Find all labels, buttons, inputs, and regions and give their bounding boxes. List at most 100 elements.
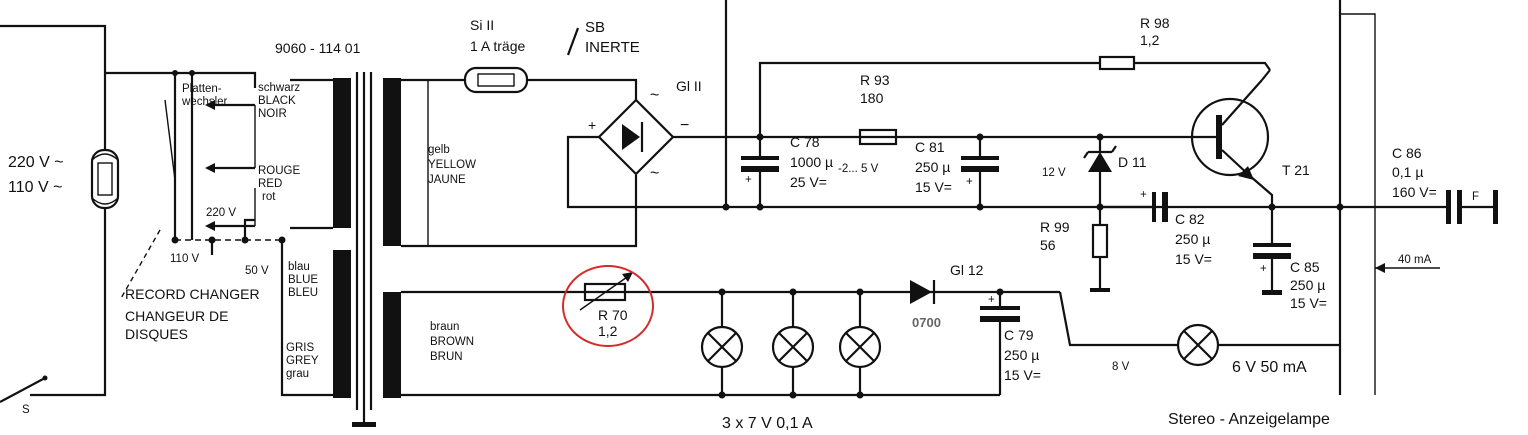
changer-de-2: wechsler (181, 96, 228, 108)
fuse-inerte: INERTE (585, 39, 640, 56)
changer-de-1: Platten- (182, 83, 222, 95)
c81-value: 250 µ (915, 159, 950, 175)
lamp-6v-label: 6 V 50 mA (1232, 359, 1307, 376)
mains-220-label: 220 V ~ (8, 154, 64, 171)
brown-label-1: braun (430, 321, 459, 333)
c85-voltage: 15 V= (1290, 295, 1327, 311)
fuse-si2: Si II 1 A träge SB INERTE (463, 17, 640, 100)
tap-220-label: 220 V (206, 207, 236, 219)
fuse-name: Si II (470, 17, 494, 33)
c82-voltage: 15 V= (1175, 251, 1212, 267)
d11-label: D 11 (1118, 154, 1147, 170)
r70-name: R 70 (598, 307, 628, 323)
r99-value: 56 (1040, 237, 1056, 253)
c78-tolerance: -2... 5 V (838, 163, 879, 175)
output-f-label: F (1472, 191, 1479, 203)
black-label-2: BLACK (258, 95, 296, 107)
grey-label-1: GRIS (286, 342, 314, 354)
c85-plus: + (1260, 263, 1267, 275)
red-label-1: ROUGE (258, 165, 301, 177)
capacitor-c86: F C 86 0,1 µ 160 V= (1336, 145, 1498, 224)
bridge-minus: − (680, 117, 689, 134)
r70-highlight-circle (562, 265, 654, 347)
current-40ma: 40 mA (1375, 254, 1440, 273)
resistor-r98: R 98 1,2 (758, 15, 1271, 137)
voltage-12v: 12 V (1042, 167, 1066, 179)
capacitor-c78: + C 78 1000 µ -2... 5 V 25 V= (741, 133, 879, 207)
c86-name: C 86 (1392, 145, 1422, 161)
resistor-r70: R 70 1,2 (562, 265, 654, 347)
yellow-label-2: YELLOW (428, 159, 476, 171)
capacitor-c82: + C 82 250 µ 15 V= (1100, 189, 1212, 267)
capacitor-c79: + C 79 250 µ 15 V= (980, 288, 1041, 395)
c78-name: C 78 (790, 134, 820, 150)
changer-switch (105, 70, 340, 397)
fuse-sb: SB (585, 19, 605, 36)
record-changer-label: RECORD CHANGER (125, 286, 260, 302)
lamp-stereo: 8 V 6 V 50 mA Stereo - Anzeigelampe (1058, 291, 1340, 428)
transistor-t21: T 21 (1190, 69, 1310, 207)
c81-voltage: 15 V= (915, 179, 952, 195)
mains-110-label: 110 V ~ (8, 179, 62, 196)
yellow-label-3: JAUNE (428, 174, 466, 186)
changeur-label-1: CHANGEUR DE (125, 308, 228, 324)
r98-name: R 98 (1140, 15, 1170, 31)
yellow-label-1: gelb (428, 144, 450, 156)
bridge-rectifier: + − ~ ~ Gl II (566, 78, 1340, 209)
gl12-label: Gl 12 (950, 262, 984, 278)
c79-name: C 79 (1004, 327, 1034, 343)
brown-label-3: BRUN (430, 351, 463, 363)
tap-110-label: 110 V (170, 253, 200, 265)
bridge-ac-1: ~ (650, 87, 659, 104)
mains-section: 220 V ~ 110 V ~ S (0, 24, 120, 416)
transformer-label: 9060 - 114 01 (275, 40, 361, 56)
lamp-group-3: 3 x 7 V 0,1 A (700, 288, 882, 432)
r93-name: R 93 (860, 72, 890, 88)
stereo-label: Stereo - Anzeigelampe (1168, 411, 1330, 428)
mains-fuse (90, 148, 120, 210)
capacitor-c85: + C 85 250 µ 15 V= (1253, 207, 1327, 311)
mains-switch: S (0, 375, 48, 416)
bridge-ac-2: ~ (650, 165, 659, 182)
c86-voltage: 160 V= (1392, 184, 1437, 200)
blue-label-2: BLUE (288, 274, 318, 286)
c85-name: C 85 (1290, 259, 1320, 275)
zener-d11: D 11 (1083, 133, 1147, 225)
c78-value: 1000 µ (790, 154, 833, 170)
c79-plus: + (988, 294, 995, 306)
c81-name: C 81 (915, 139, 945, 155)
resistor-r93: R 93 180 (858, 72, 898, 146)
red-label-2: RED (258, 178, 282, 190)
c78-plus: + (745, 174, 752, 186)
rectifier-label: Gl II (676, 78, 702, 94)
r99-name: R 99 (1040, 219, 1070, 235)
tap-50-label: 50 V (245, 265, 269, 277)
c78-voltage: 25 V= (790, 174, 827, 190)
fuse-rating: 1 A träge (470, 38, 525, 54)
grey-label-3: grau (286, 368, 309, 380)
voltage-8v: 8 V (1112, 361, 1130, 373)
bridge-plus: + (588, 117, 596, 133)
black-label-3: NOIR (258, 108, 287, 120)
r70-value: 1,2 (598, 323, 618, 339)
r93-value: 180 (860, 90, 884, 106)
blue-label-3: BLEU (288, 287, 318, 299)
t21-label: T 21 (1282, 162, 1310, 178)
code-0700: 0700 (912, 315, 941, 330)
c82-name: C 82 (1175, 211, 1205, 227)
c79-value: 250 µ (1004, 347, 1039, 363)
capacitor-c81: + C 81 250 µ 15 V= (915, 133, 999, 207)
lamp-3 (838, 325, 882, 369)
c81-plus: + (966, 176, 973, 188)
brown-label-2: BROWN (430, 336, 474, 348)
c82-value: 250 µ (1175, 231, 1210, 247)
r98-value: 1,2 (1140, 32, 1160, 48)
lamps3-label: 3 x 7 V 0,1 A (722, 415, 813, 432)
switch-label: S (22, 404, 30, 416)
c79-voltage: 15 V= (1004, 367, 1041, 383)
lamp-1 (700, 325, 744, 369)
resistor-r99: R 99 56 (1040, 219, 1110, 292)
transformer: 9060 - 114 01 (275, 40, 401, 427)
black-label-1: schwarz (258, 82, 300, 94)
